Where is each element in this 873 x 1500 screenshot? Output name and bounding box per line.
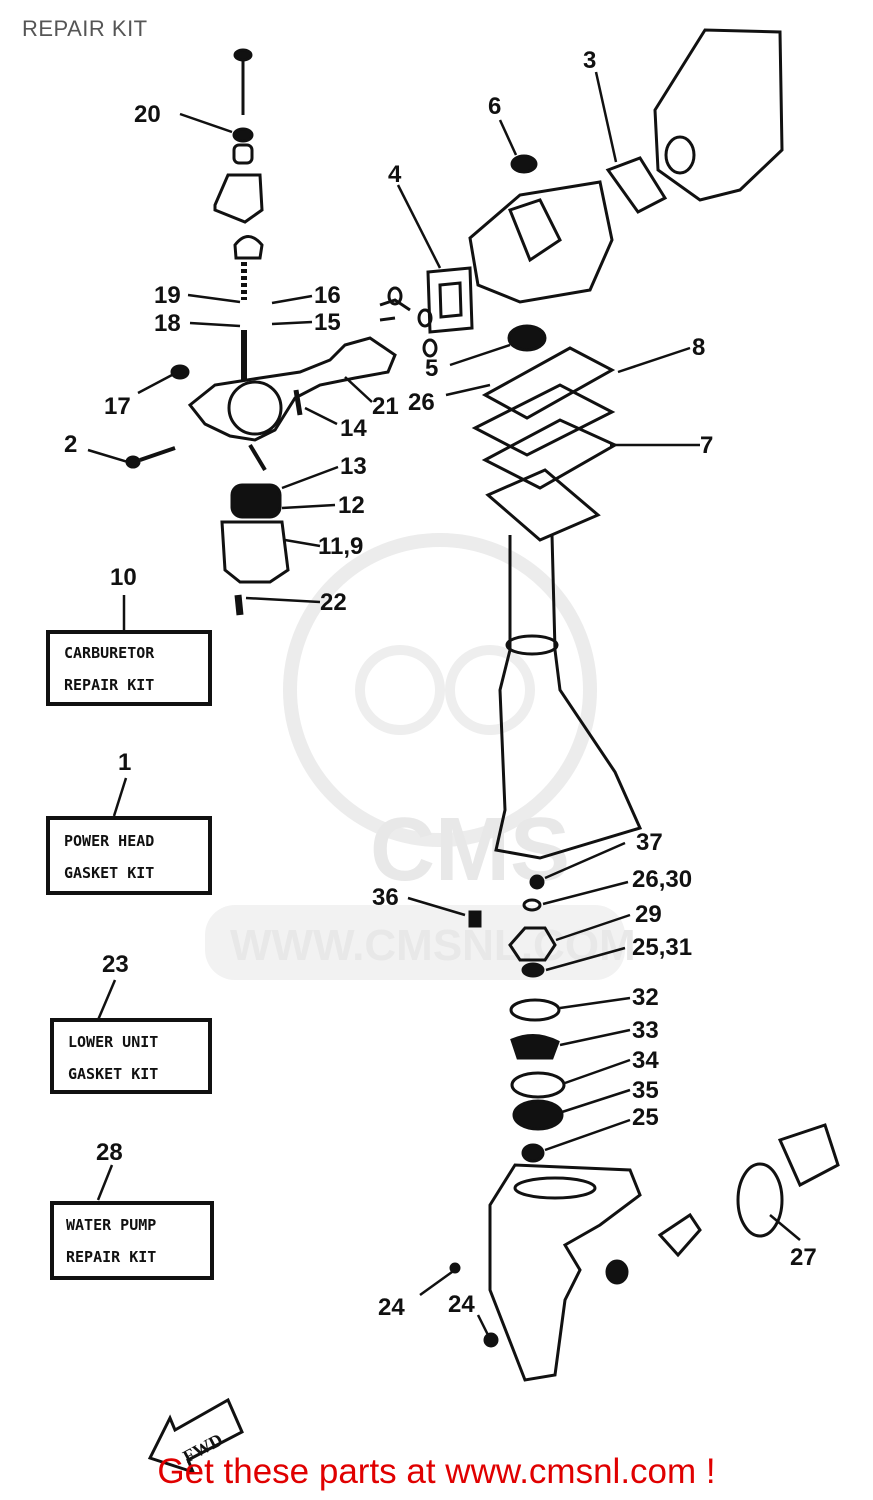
callout: 3 [583,47,596,74]
kit-line1: POWER HEAD [64,832,154,850]
callout: 8 [692,334,705,361]
callout: 25,31 [632,934,692,961]
callout: 20 [134,101,161,128]
callout: 12 [338,492,365,519]
callout: 24 [378,1294,405,1321]
kit-line2: REPAIR KIT [64,676,154,694]
callout: 13 [340,453,367,480]
kit-number: 1 [118,749,131,776]
page-title: REPAIR KIT [22,16,148,41]
callout: 22 [320,589,347,616]
callout: 34 [632,1047,659,1074]
kit-carburetor: 10 CARBURETOR REPAIR KIT [46,564,212,706]
kit-line1: CARBURETOR [64,644,155,662]
callout: 32 [632,984,659,1011]
callout: 26,30 [632,866,692,893]
callout: 6 [488,93,501,120]
callout: 11,9 [318,533,363,560]
callout: 15 [314,309,341,336]
callout: 35 [632,1077,659,1104]
callout: 18 [154,310,181,337]
kit-water-pump: 28 WATER PUMP REPAIR KIT [50,1139,214,1280]
callout: 21 [372,393,399,420]
kit-line2: GASKET KIT [68,1065,158,1083]
callout: 26 [408,389,435,416]
footer-link[interactable]: Get these parts at www.cmsnl.com ! [157,1452,716,1491]
callout: 19 [154,282,181,309]
callout: 17 [104,393,131,420]
callout: 5 [425,355,438,382]
watermark-text: WWW.CMSNL.COM [230,921,636,970]
cms-watermark: CMS WWW.CMSNL.COM [205,533,636,980]
kit-line2: GASKET KIT [64,864,154,882]
callout: 4 [388,161,402,188]
kit-line1: WATER PUMP [66,1216,156,1234]
kit-line2: REPAIR KIT [66,1248,156,1266]
callout: 36 [372,884,399,911]
kit-number: 10 [110,564,137,591]
parts-drawing [125,28,840,1382]
kit-power-head: 1 POWER HEAD GASKET KIT [46,749,212,895]
leader-lines [87,71,801,1336]
kit-lower-unit: 23 LOWER UNIT GASKET KIT [50,951,212,1094]
callout: 24 [448,1291,475,1318]
callout: 14 [340,415,367,442]
callout: 25 [632,1104,659,1131]
callout: 2 [64,431,77,458]
callout: 29 [635,901,662,928]
callout: 27 [790,1244,817,1271]
callout: 7 [700,432,713,459]
kit-number: 28 [96,1139,123,1166]
kit-line1: LOWER UNIT [68,1033,158,1051]
callout: 16 [314,282,341,309]
callout: 33 [632,1017,659,1044]
kit-number: 23 [102,951,129,978]
callout-labels: 20 6 3 4 19 16 18 15 8 5 26 17 21 14 7 2… [64,47,817,1321]
callout: 37 [636,829,663,856]
